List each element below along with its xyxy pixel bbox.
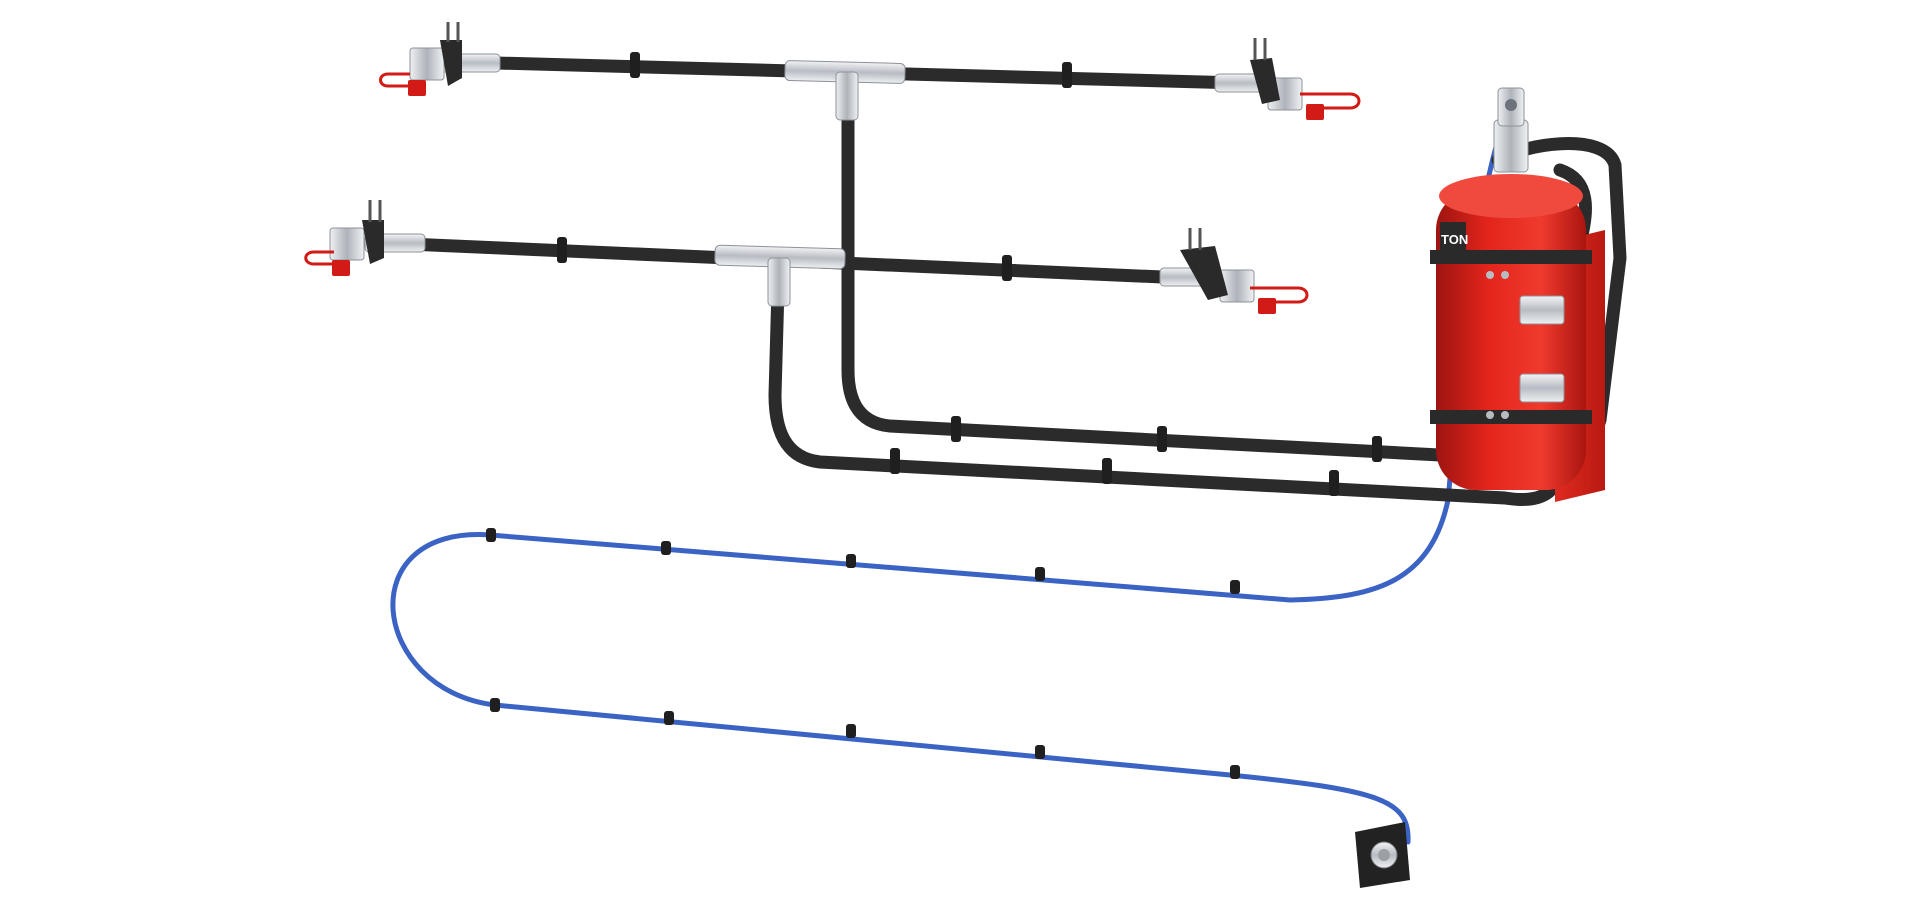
cable-clips [486,528,1240,779]
nozzle-lower-left [304,200,384,276]
bottle-label: TON [1441,232,1468,247]
hose-clamps [557,52,1382,496]
discharge-hose-lower [768,163,1592,507]
upper-nozzle-line [439,53,1276,121]
pull-handle [1355,822,1410,888]
lower-nozzle-line [364,233,1221,307]
nozzle-lower-right [1180,228,1309,314]
fire-suppression-bottle: TON [1430,87,1605,502]
nozzle-upper-left [379,22,462,96]
nozzle-upper-right [1250,38,1361,120]
